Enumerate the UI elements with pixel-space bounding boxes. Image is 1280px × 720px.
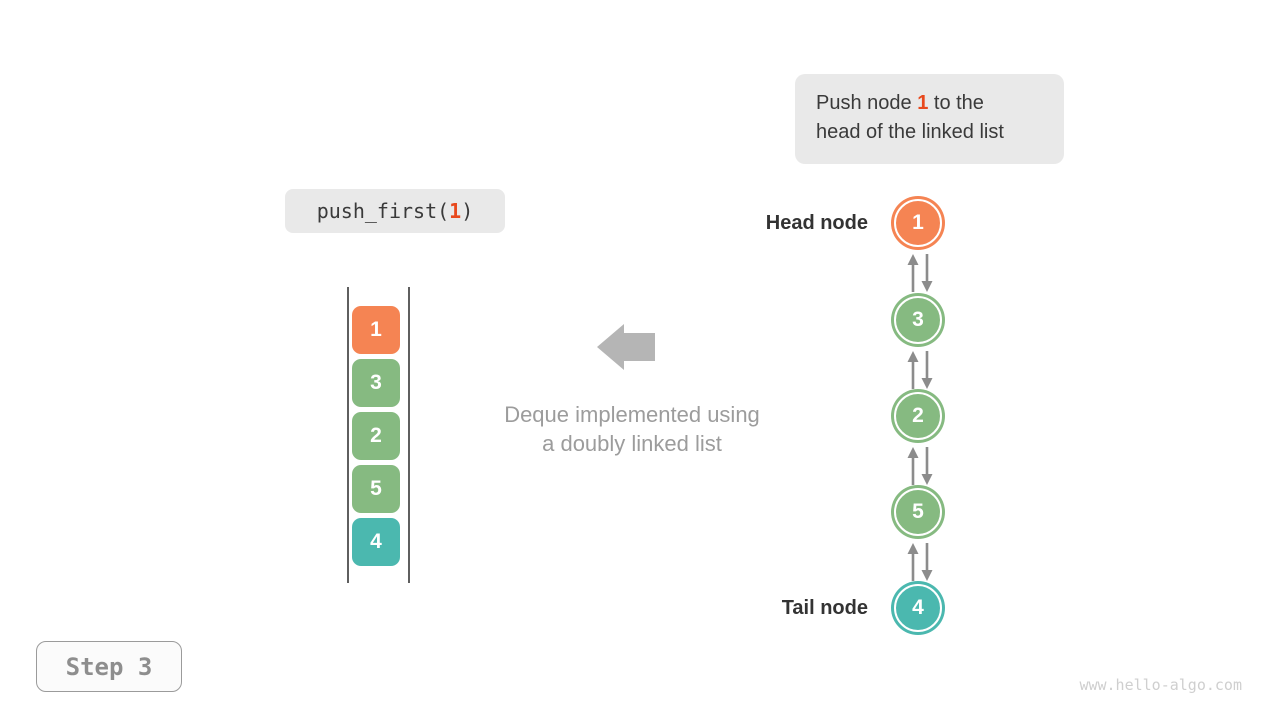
bidirectional-arrow-icon: [907, 254, 933, 292]
left-block-arrow-icon: [597, 324, 655, 370]
list-node: 3: [894, 296, 942, 344]
deque-cell: 3: [352, 359, 400, 407]
deque-cell: 1: [352, 306, 400, 354]
bidirectional-arrow-icon: [907, 447, 933, 485]
deque-cell: 4: [352, 518, 400, 566]
code-text: push_first(: [316, 199, 450, 223]
bidirectional-arrow-icon: [907, 543, 933, 581]
head-node-label: Head node: [765, 212, 868, 234]
callout-highlight-number: 1: [917, 92, 929, 114]
deque-left-rail: [347, 287, 349, 583]
watermark: www.hello-algo.com: [1079, 676, 1242, 694]
list-node: 1: [894, 199, 942, 247]
step-badge: Step 3: [36, 641, 182, 692]
code-text: ): [461, 199, 474, 223]
tail-node-label: Tail node: [781, 597, 868, 619]
caption-line1: Deque implemented using: [504, 402, 760, 427]
caption: Deque implemented using a doubly linked …: [450, 400, 814, 458]
caption-line2: a doubly linked list: [542, 431, 722, 456]
callout-text-line2: head of the linked list: [816, 121, 1004, 143]
callout-text: to the: [928, 92, 984, 114]
list-node: 2: [894, 392, 942, 440]
code-argument: 1: [449, 199, 462, 223]
callout-box: Push node 1 to the head of the linked li…: [795, 74, 1064, 164]
deque-array-view: 1 3 2 5 4: [352, 306, 400, 566]
deque-cell: 2: [352, 412, 400, 460]
list-node: 5: [894, 488, 942, 536]
deque-right-rail: [408, 287, 410, 583]
list-node: 4: [894, 584, 942, 632]
callout-text: Push node: [816, 92, 918, 114]
deque-cell: 5: [352, 465, 400, 513]
bidirectional-arrow-icon: [907, 351, 933, 389]
code-call-box: push_first(1): [285, 189, 505, 233]
